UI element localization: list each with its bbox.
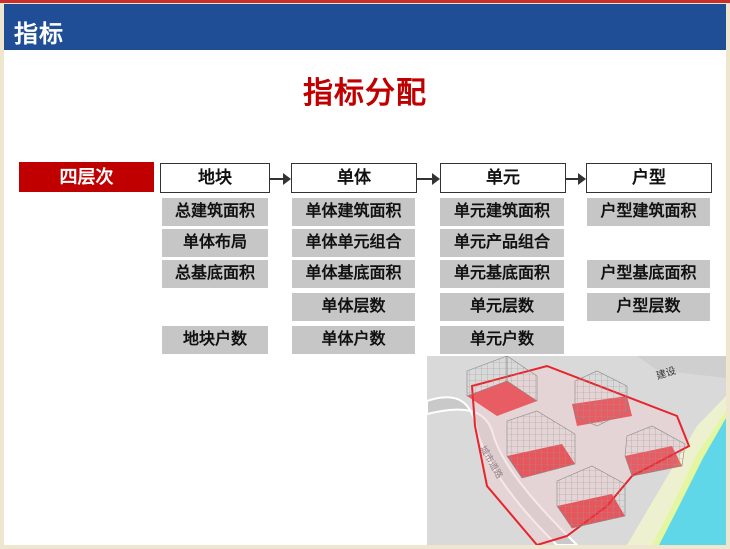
column-header-building: 单体 <box>291 163 417 193</box>
list-item: 单体建筑面积 <box>292 198 415 226</box>
building-5 <box>556 465 626 529</box>
list-item: 户型建筑面积 <box>587 198 710 226</box>
building-4 <box>624 425 686 477</box>
list-item: 户型基底面积 <box>587 260 710 288</box>
arrow-right-icon <box>416 173 440 185</box>
building-3 <box>506 410 576 479</box>
list-item: 总基底面积 <box>162 260 268 288</box>
list-item: 单元层数 <box>440 293 564 321</box>
top-road <box>637 356 726 378</box>
list-item: 总建筑面积 <box>162 198 268 226</box>
column-header-plot: 地块 <box>160 163 270 193</box>
list-item: 单元基底面积 <box>440 260 564 288</box>
list-item: 单元户数 <box>440 326 564 354</box>
site-plan-image: 城市道路 建设 <box>427 356 726 545</box>
list-item: 地块户数 <box>162 326 268 354</box>
column-header-unit: 单元 <box>440 163 566 193</box>
building-2 <box>572 370 632 427</box>
list-item: 单元建筑面积 <box>440 198 564 226</box>
column-header-house-type: 户型 <box>586 163 712 193</box>
level-tag: 四层次 <box>19 162 154 192</box>
list-item: 单元产品组合 <box>440 229 564 257</box>
list-item: 户型层数 <box>587 293 710 321</box>
list-item: 单体基底面积 <box>292 260 415 288</box>
arrow-right-icon <box>269 173 291 185</box>
header-bar: 指标 <box>4 4 726 50</box>
list-item: 单体单元组合 <box>292 229 415 257</box>
top-red-line <box>0 0 730 3</box>
building-1 <box>466 356 538 416</box>
main-title: 指标分配 <box>303 77 427 110</box>
list-item: 单体层数 <box>292 293 415 321</box>
list-item: 单体户数 <box>292 326 415 354</box>
arrow-right-icon <box>565 173 586 185</box>
list-item: 单体布局 <box>162 229 268 257</box>
river-bank <box>652 411 726 545</box>
header-title: 指标 <box>14 21 64 48</box>
